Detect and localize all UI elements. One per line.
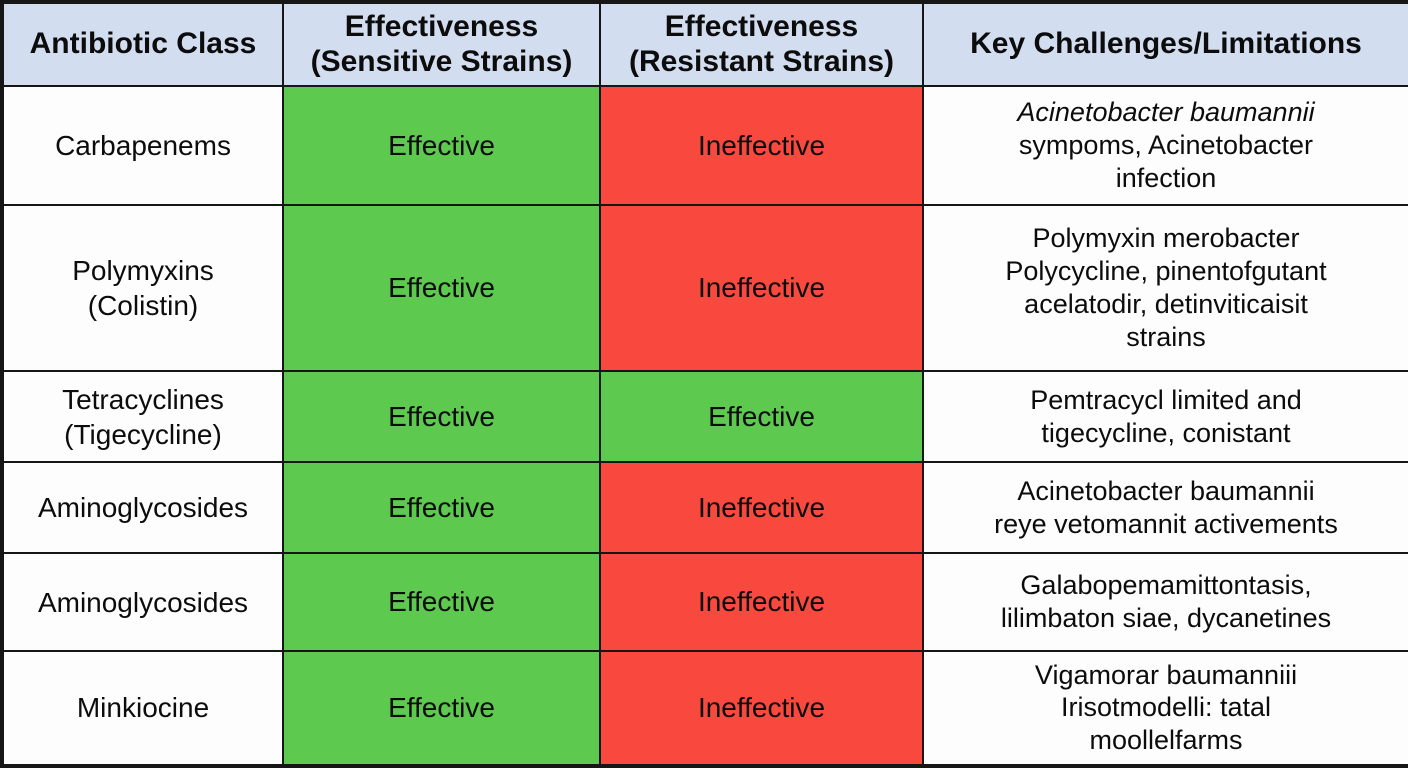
table-row-polymyxins: Polymyxins (Colistin) Effective Ineffect… (1, 204, 1408, 373)
col-header-effectiveness-resistant: Effectiveness (Resistant Strains) (599, 1, 924, 87)
cell-antibiotic-class: Carbapenems (1, 84, 284, 207)
challenge-line: acelatodir, detinviticaisit (1024, 289, 1308, 320)
cell-challenges: Galabopemamittontasis, lilimbaton siae, … (922, 552, 1408, 652)
challenge-line: tigecycline, conistant (1041, 417, 1291, 448)
cell-sensitive-status: Effective (282, 649, 601, 768)
cell-sensitive-status: Effective (282, 204, 601, 373)
cell-sensitive-status: Effective (282, 461, 601, 555)
cell-challenges: Acinetobacter baumannii sympoms, Acineto… (922, 84, 1408, 207)
col-header-effectiveness-sensitive: Effectiveness (Sensitive Strains) (282, 1, 601, 87)
challenge-line: Pemtracycl limited and (1030, 384, 1302, 415)
table-row-carbapenems: Carbapenems Effective Ineffective Acinet… (1, 84, 1408, 207)
table-row-minkiocine: Minkiocine Effective Ineffective Vigamor… (1, 649, 1408, 768)
cell-challenges: Polymyxin merobacter Polycycline, pinent… (922, 204, 1408, 373)
challenge-line: Polycycline, pinentofgutant (1005, 256, 1327, 287)
cell-antibiotic-class: Tetracyclines (Tigecycline) (1, 370, 284, 464)
challenge-line: Acinetobacter baumannii (1017, 97, 1315, 128)
challenge-line: strains (1126, 322, 1206, 353)
cell-antibiotic-class: Minkiocine (1, 649, 284, 768)
table-row-aminoglycosides-2: Aminoglycosides Effective Ineffective Ga… (1, 552, 1408, 652)
cell-resistant-status: Ineffective (599, 552, 924, 652)
cell-antibiotic-class: Polymyxins (Colistin) (1, 204, 284, 373)
challenge-line: moollelfarms (1089, 725, 1243, 756)
table-row-aminoglycosides-1: Aminoglycosides Effective Ineffective Ac… (1, 461, 1408, 555)
cell-resistant-status: Ineffective (599, 649, 924, 768)
challenge-line: sympoms, Acinetobacter (1018, 130, 1314, 161)
cell-resistant-status: Ineffective (599, 461, 924, 555)
challenge-line: reye vetomannit activements (994, 508, 1338, 539)
cell-sensitive-status: Effective (282, 84, 601, 207)
cell-resistant-status: Ineffective (599, 84, 924, 207)
challenge-line: infection (1115, 163, 1217, 194)
cell-resistant-status: Ineffective (599, 204, 924, 373)
cell-challenges: Pemtracycl limited and tigecycline, coni… (922, 370, 1408, 464)
challenge-line: lilimbaton siae, dycanetines (1000, 603, 1332, 634)
challenge-line: Galabopemamittontasis, (1020, 570, 1312, 601)
col-header-antibiotic-class: Antibiotic Class (1, 1, 284, 87)
cell-challenges: Vigamorar baumanniii Irisotmodelli: tata… (922, 649, 1408, 768)
challenge-line: Vigamorar baumanniii (1034, 659, 1298, 690)
cell-resistant-status: Effective (599, 370, 924, 464)
cell-antibiotic-class: Aminoglycosides (1, 552, 284, 652)
challenge-line: Irisotmodelli: tatal (1060, 692, 1272, 723)
cell-challenges: Acinetobacter baumannii reye vetomannit … (922, 461, 1408, 555)
table-row-tetracyclines: Tetracyclines (Tigecycline) Effective Ef… (1, 370, 1408, 464)
col-header-key-challenges: Key Challenges/Limitations (922, 1, 1408, 87)
challenge-line: Acinetobacter baumannii (1017, 475, 1315, 506)
cell-sensitive-status: Effective (282, 370, 601, 464)
table-header-row: Antibiotic Class Effectiveness (Sensitiv… (1, 1, 1408, 87)
challenge-line: Polymyxin merobacter (1032, 223, 1300, 254)
cell-sensitive-status: Effective (282, 552, 601, 652)
cell-antibiotic-class: Aminoglycosides (1, 461, 284, 555)
